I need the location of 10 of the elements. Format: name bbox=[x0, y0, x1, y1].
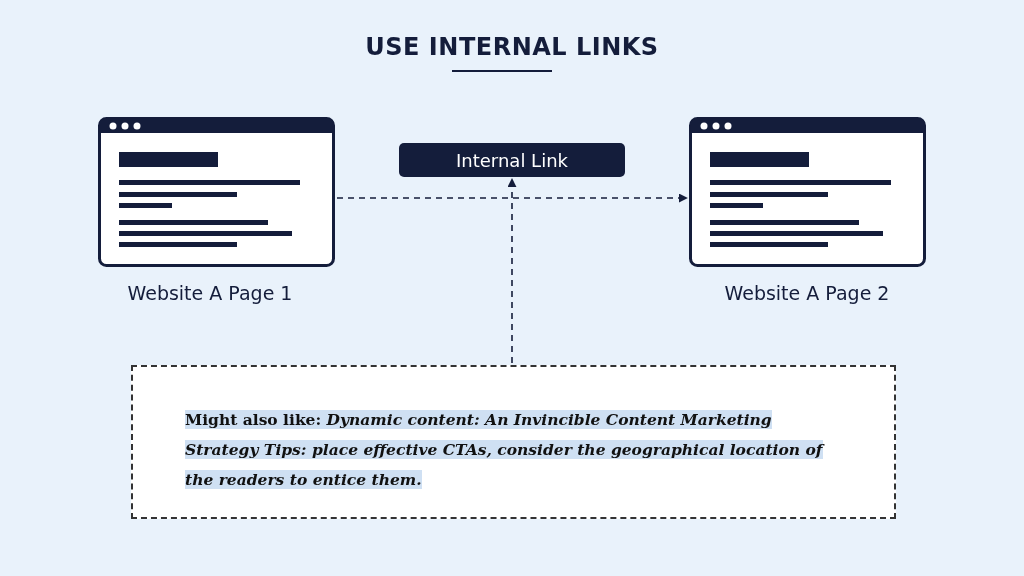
page-caption: Website A Page 1 bbox=[126, 281, 294, 306]
link-label: Internal Link bbox=[399, 143, 625, 177]
browser-window-drawing bbox=[98, 117, 335, 267]
snippet-panel bbox=[131, 365, 896, 519]
page-caption: Website A Page 2 bbox=[723, 281, 891, 306]
dashed-arrow bbox=[507, 178, 517, 364]
snippet-paragraph: Might also like: Dynamic content: An Invincible Content Marketing Strategy Tips: place effective CTAs, consider the geographical location of the readers to entice them. bbox=[185, 409, 826, 491]
browser-window-drawing bbox=[689, 117, 926, 267]
title: USE INTERNAL LINKS bbox=[364, 33, 660, 61]
dashed-arrow bbox=[336, 193, 688, 203]
